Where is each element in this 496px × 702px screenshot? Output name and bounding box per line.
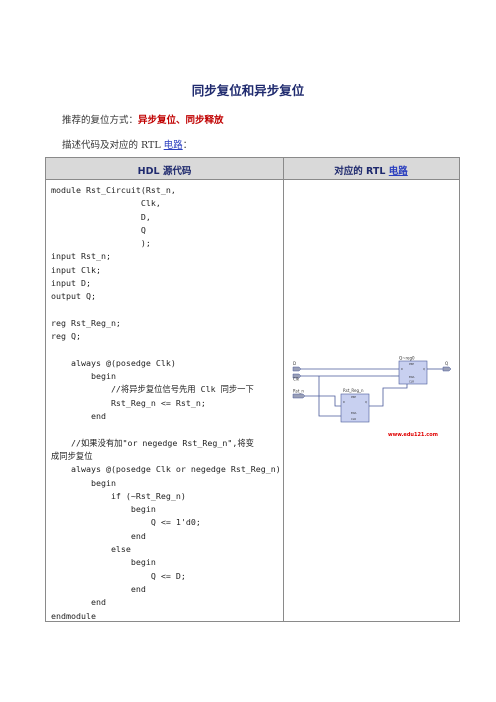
label-q: Q — [445, 361, 448, 366]
intro-highlight: 异步复位、同步释放 — [138, 115, 224, 126]
code-line: //如果没有加"or negedge Rst_Reg_n",将变 — [51, 437, 254, 448]
code-line: else — [51, 544, 131, 555]
header-rtl: 对应的 RTL 电路 — [283, 163, 459, 177]
code-line: reg Rst_Reg_n; — [51, 317, 121, 328]
qreg-clr: CLR — [409, 380, 414, 384]
qreg-pre: PRE — [409, 362, 414, 366]
code-line: Rst_Reg_n <= Rst_n; — [51, 397, 206, 408]
intro-line: 推荐的复位方式：异步复位、同步释放 — [62, 112, 224, 126]
qreg-box — [398, 360, 428, 385]
label-clk: Clk — [293, 377, 300, 382]
code-line: Q — [51, 224, 146, 235]
rstreg-clr: CLR — [351, 417, 356, 421]
code-line: module Rst_Circuit(Rst_n, — [51, 185, 176, 195]
column-divider — [283, 158, 284, 621]
code-line: 成同步复位 — [51, 450, 93, 461]
code-line: end — [51, 411, 106, 422]
code-line: always @(posedge Clk) — [51, 357, 176, 368]
code-line — [51, 423, 281, 436]
header-rtl-prefix: 对应的 RTL — [334, 166, 389, 177]
code-line: end — [51, 597, 106, 608]
code-line: Q <= 1'd0; — [51, 517, 201, 528]
code-line: if (~Rst_Reg_n) — [51, 490, 186, 501]
rstreg-d: D — [343, 400, 345, 404]
desc-prefix: 描述代码及对应的 RTL — [62, 140, 164, 151]
rstreg-pre: PRE — [351, 395, 356, 399]
code-line: input D; — [51, 278, 91, 289]
code-line: ); — [51, 238, 151, 249]
rstreg-q: Q — [365, 400, 367, 404]
watermark: www.edu121.com — [388, 432, 438, 438]
code-line: input Rst_n; — [51, 251, 111, 262]
page-title: 同步复位和异步复位 — [191, 83, 305, 98]
desc-suffix: ： — [182, 140, 193, 151]
rstreg-box — [340, 393, 370, 423]
port-clk-icon — [292, 373, 302, 379]
code-line: input Clk; — [51, 264, 101, 275]
label-rst: Rst_n — [293, 389, 304, 394]
description-line: 描述代码及对应的 RTL 电路： — [62, 137, 192, 151]
wire-rst — [305, 395, 341, 407]
qreg-ena: ENA — [409, 375, 415, 379]
code-table: HDL 源代码 对应的 RTL 电路 module Rst_Circuit(Rs… — [45, 157, 460, 622]
port-q-icon — [442, 366, 451, 372]
code-line: end — [51, 530, 146, 541]
label-qreg: Q~reg0 — [399, 356, 415, 361]
code-line: //将异步复位信号先用 Clk 同步一下 — [51, 384, 254, 395]
label-d: D — [293, 361, 296, 366]
code-line: begin — [51, 371, 116, 382]
qreg-d: D — [401, 367, 403, 371]
port-d-icon — [292, 366, 302, 372]
code-line: D, — [51, 211, 151, 222]
wire-rstreg-out — [369, 384, 408, 407]
code-line: Clk, — [51, 198, 161, 209]
code-line: endmodule — [51, 610, 96, 621]
port-rst-icon — [292, 393, 306, 399]
code-line: Q <= D; — [51, 570, 186, 581]
code-block: module Rst_Circuit(Rst_n, Clk, D, Q ); in… — [51, 184, 281, 623]
label-rstreg: Rst_Reg_n — [343, 388, 364, 393]
code-line: end — [51, 583, 146, 594]
rstreg-ena: ENA — [351, 411, 357, 415]
header-code: HDL 源代码 — [137, 166, 192, 177]
code-line — [51, 304, 281, 317]
code-line: begin — [51, 557, 156, 568]
code-line: output Q; — [51, 291, 96, 302]
desc-link[interactable]: 电路 — [163, 140, 183, 151]
qreg-q: Q — [423, 367, 425, 371]
wire-clk — [301, 375, 391, 417]
code-line: begin — [51, 504, 156, 515]
rtl-circuit-diagram: D Clk Rst_n Q Q~reg0 PRE D Q ENA CLR Rst… — [292, 356, 451, 438]
intro-prefix: 推荐的复位方式： — [62, 115, 139, 126]
code-line — [51, 344, 281, 357]
code-line: reg Q; — [51, 331, 81, 342]
code-line: always @(posedge Clk or negedge Rst_Reg_… — [51, 464, 281, 475]
header-rtl-link[interactable]: 电路 — [388, 166, 408, 177]
code-line: begin — [51, 477, 116, 488]
table-header: HDL 源代码 对应的 RTL 电路 — [46, 158, 459, 180]
